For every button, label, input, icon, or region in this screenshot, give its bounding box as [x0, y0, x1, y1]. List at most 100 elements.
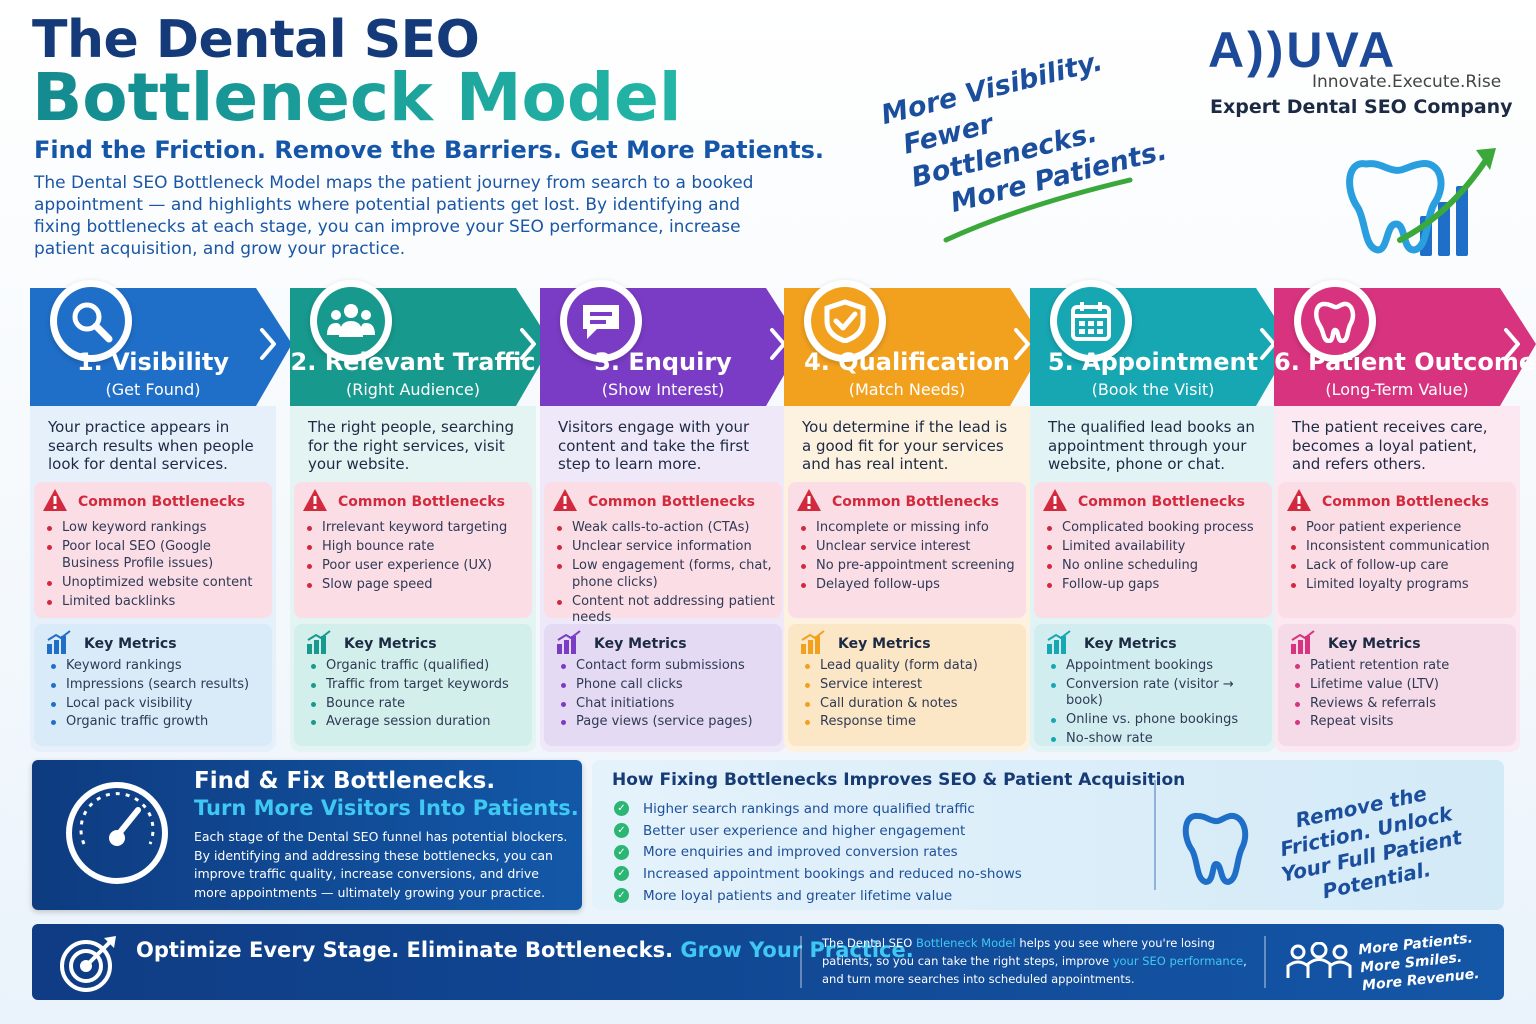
- benefit-item: ✓More loyal patients and greater lifetim…: [614, 885, 1022, 907]
- stage-title: 5. Appointment: [1047, 348, 1259, 376]
- bar-chart-icon: [306, 630, 332, 658]
- bottleneck-item: Follow-up gaps: [1044, 577, 1268, 594]
- bottlenecks-heading: Common Bottlenecks: [1042, 488, 1245, 516]
- metrics-heading: Key Metrics: [800, 630, 931, 658]
- footer-text-part: , and turn more searches into scheduled …: [822, 954, 1247, 986]
- footer-headline-part: Your Practice.: [741, 938, 914, 962]
- stage-subtitle: (Get Found): [105, 380, 201, 399]
- metrics-label: Key Metrics: [838, 636, 931, 652]
- people-group-icon: [1286, 942, 1352, 978]
- metric-item: Bounce rate: [308, 696, 528, 713]
- bottleneck-item: Unoptimized website content: [44, 575, 268, 592]
- fix-bottlenecks-panel: Find & Fix Bottlenecks. Turn More Visito…: [32, 760, 582, 910]
- fix-body: Each stage of the Dental SEO funnel has …: [194, 829, 568, 900]
- tooth-icon: [1301, 287, 1369, 355]
- metrics-label: Key Metrics: [344, 636, 437, 652]
- bottleneck-item: Limited loyalty programs: [1288, 577, 1512, 594]
- chat-icon: [567, 287, 635, 355]
- tooth-growth-chart-icon: [1346, 148, 1496, 256]
- benefit-item: ✓Better user experience and higher engag…: [614, 820, 1022, 842]
- divider: [1154, 780, 1156, 890]
- footer-headline: Optimize Every Stage. Eliminate Bottlene…: [136, 938, 914, 962]
- bottlenecks-label: Common Bottlenecks: [588, 494, 755, 510]
- metric-item: Reviews & referrals: [1292, 696, 1512, 713]
- bottleneck-item: Weak calls-to-action (CTAs): [554, 520, 778, 537]
- bottleneck-item: Incomplete or missing info: [798, 520, 1022, 537]
- metrics-heading: Key Metrics: [306, 630, 437, 658]
- bottleneck-item: Delayed follow-ups: [798, 577, 1022, 594]
- check-icon: ✓: [614, 823, 629, 839]
- bottleneck-item: Unclear service interest: [798, 539, 1022, 556]
- stage-description: You determine if the lead is a good fit …: [802, 418, 1008, 473]
- company-subtitle: Expert Dental SEO Company: [1210, 96, 1513, 118]
- stage-title: 6. Patient Outcome: [1274, 348, 1536, 376]
- metric-item: Phone call clicks: [558, 677, 778, 694]
- warning-icon: [42, 488, 68, 516]
- metric-item: Contact form submissions: [558, 658, 778, 675]
- metric-item: Patient retention rate: [1292, 658, 1512, 675]
- metrics-label: Key Metrics: [1328, 636, 1421, 652]
- tooth-icon: [1182, 812, 1249, 885]
- footer-slogan: More Patients. More Smiles. More Revenue…: [1358, 927, 1503, 995]
- metric-item: Page views (service pages): [558, 714, 778, 731]
- bottleneck-item: Limited availability: [1044, 539, 1268, 556]
- metrics-label: Key Metrics: [84, 636, 177, 652]
- check-icon: ✓: [614, 801, 629, 817]
- bottleneck-item: Unclear service information: [554, 539, 778, 556]
- metric-item: Chat initiations: [558, 696, 778, 713]
- bar-chart-icon: [1046, 630, 1072, 658]
- stage-title: 2. Relevant Traffic: [290, 348, 536, 376]
- bottlenecks-label: Common Bottlenecks: [78, 494, 245, 510]
- bottleneck-item: High bounce rate: [304, 539, 528, 556]
- footer-banner: Optimize Every Stage. Eliminate Bottlene…: [32, 924, 1504, 1000]
- stage-subtitle: (Long-Term Value): [1325, 380, 1469, 399]
- benefit-text: More loyal patients and greater lifetime…: [643, 887, 953, 904]
- stage-column: 3. Enquiry(Show Interest)Visitors engage…: [540, 280, 802, 752]
- stage-column: 6. Patient Outcome (Long-Term Value) The p…: [1274, 280, 1536, 752]
- divider: [1264, 936, 1266, 988]
- stage-icon-badge: [804, 280, 886, 362]
- bottlenecks-heading: Common Bottlenecks: [302, 488, 505, 516]
- metric-item: Lifetime value (LTV): [1292, 677, 1512, 694]
- stage-description: The patient receives care, becomes a loy…: [1292, 418, 1488, 473]
- metric-item: Conversion rate (visitor → book): [1048, 677, 1268, 710]
- bottleneck-item: Poor local SEO (Google Business Profile …: [44, 539, 268, 572]
- bottlenecks-label: Common Bottlenecks: [1078, 494, 1245, 510]
- stage-icon-badge: [1294, 280, 1376, 362]
- stage-subtitle: (Show Interest): [601, 380, 725, 399]
- benefit-item: ✓Increased appointment bookings and redu…: [614, 863, 1022, 885]
- bottleneck-item: Irrelevant keyword targeting: [304, 520, 528, 537]
- fix-title: Find & Fix Bottlenecks.: [194, 768, 496, 794]
- fix-subtitle: Turn More Visitors Into Patients.: [194, 796, 579, 820]
- metric-item: Organic traffic (qualified): [308, 658, 528, 675]
- check-icon: ✓: [614, 866, 629, 882]
- footer-text-accent: your SEO performance: [1112, 954, 1244, 968]
- calendar-icon: [1057, 287, 1125, 355]
- metric-item: Local pack visibility: [48, 696, 268, 713]
- warning-icon: [552, 488, 578, 516]
- tagline: Find the Friction. Remove the Barriers. …: [34, 136, 825, 164]
- warning-icon: [796, 488, 822, 516]
- logo-wordmark: A))UVA: [1208, 22, 1398, 78]
- bottleneck-item: Limited backlinks: [44, 594, 268, 611]
- bottleneck-item: Complicated booking process: [1044, 520, 1268, 537]
- benefit-item: ✓More enquiries and improved conversion …: [614, 841, 1022, 863]
- bottleneck-item: Lack of follow-up care: [1288, 558, 1512, 575]
- footer-headline-accent: Grow: [680, 938, 742, 962]
- bottleneck-item: Poor patient experience: [1288, 520, 1512, 537]
- stage-description: The qualified lead books an appointment …: [1048, 418, 1255, 473]
- metrics-heading: Key Metrics: [1290, 630, 1421, 658]
- intro-paragraph: The Dental SEO Bottleneck Model maps the…: [34, 173, 754, 259]
- how-title: How Fixing Bottlenecks Improves SEO & Pa…: [612, 770, 1186, 790]
- bar-chart-icon: [1290, 630, 1316, 658]
